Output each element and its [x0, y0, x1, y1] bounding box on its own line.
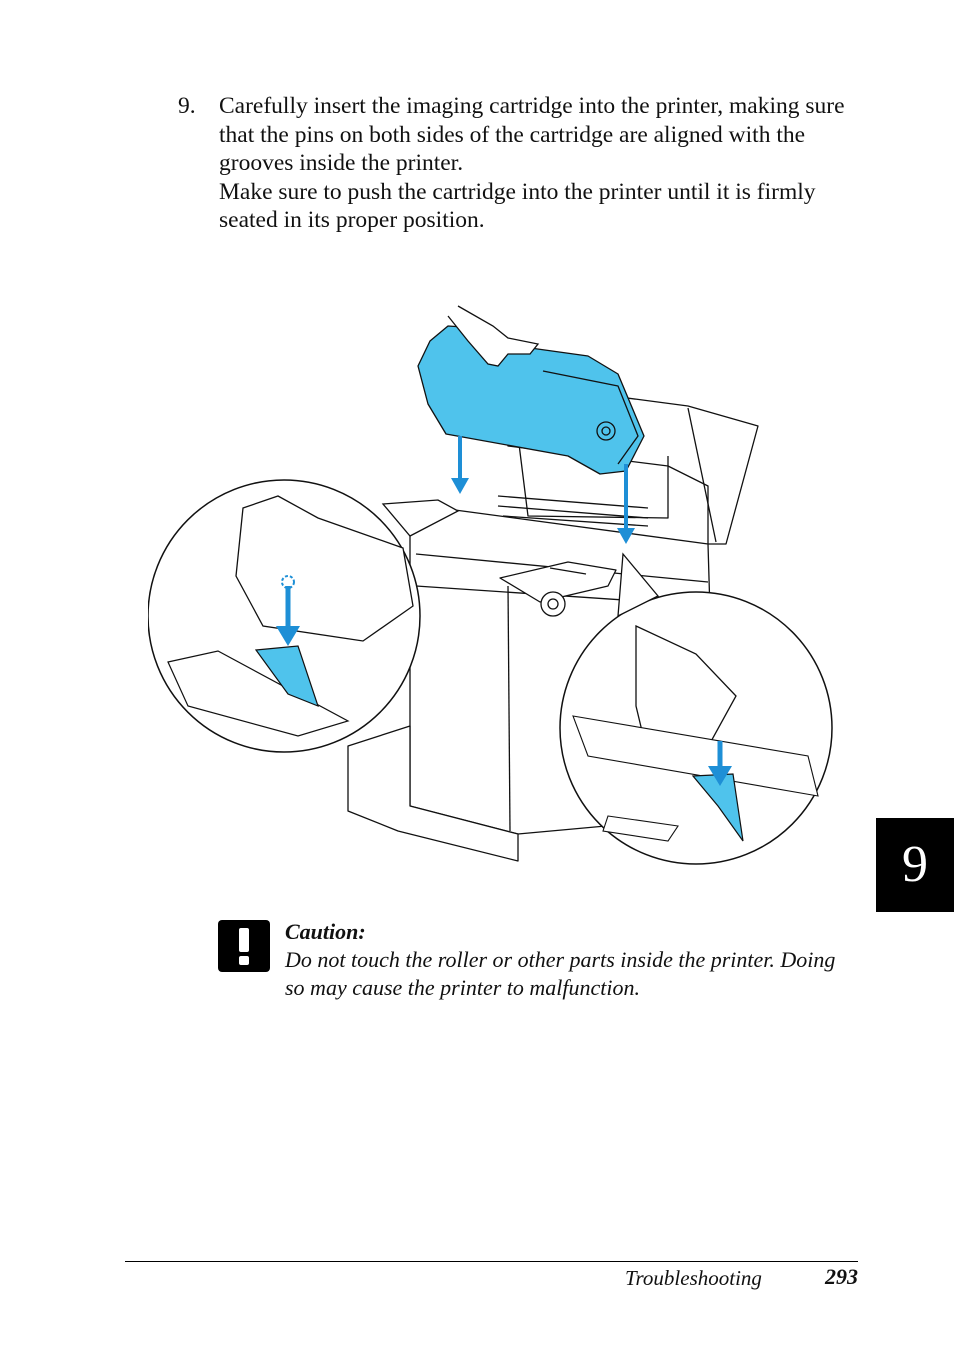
hand — [447, 305, 540, 367]
imaging-cartridge — [417, 325, 645, 475]
chapter-tab: 9 — [876, 818, 954, 912]
step-text-1: Carefully insert the imaging cartridge i… — [219, 93, 845, 177]
insertion-arrows — [451, 436, 635, 544]
control-dial — [540, 591, 566, 617]
paper-tray — [347, 725, 519, 862]
step-text-2: Make sure to push the cartridge into the… — [219, 178, 816, 234]
caution-title: Caution: — [285, 919, 366, 944]
footer-divider — [125, 1261, 858, 1262]
detail-circle-right — [559, 552, 833, 865]
step-number: 9. — [178, 93, 196, 119]
page-number: 293 — [825, 1264, 858, 1289]
printer-cartridge-illustration — [148, 305, 833, 865]
control-panel — [499, 561, 617, 603]
caution-icon — [218, 920, 270, 972]
instruction-step: 9. Carefully insert the imaging cartridg… — [178, 92, 878, 235]
detail-circle-left — [148, 479, 460, 753]
footer-section-title: Troubleshooting — [625, 1266, 762, 1290]
caution-body: Do not touch the roller or other parts i… — [285, 947, 836, 1000]
caution-notice: Caution: Do not touch the roller or othe… — [218, 918, 858, 1002]
step-body: Carefully insert the imaging cartridge i… — [219, 92, 878, 235]
